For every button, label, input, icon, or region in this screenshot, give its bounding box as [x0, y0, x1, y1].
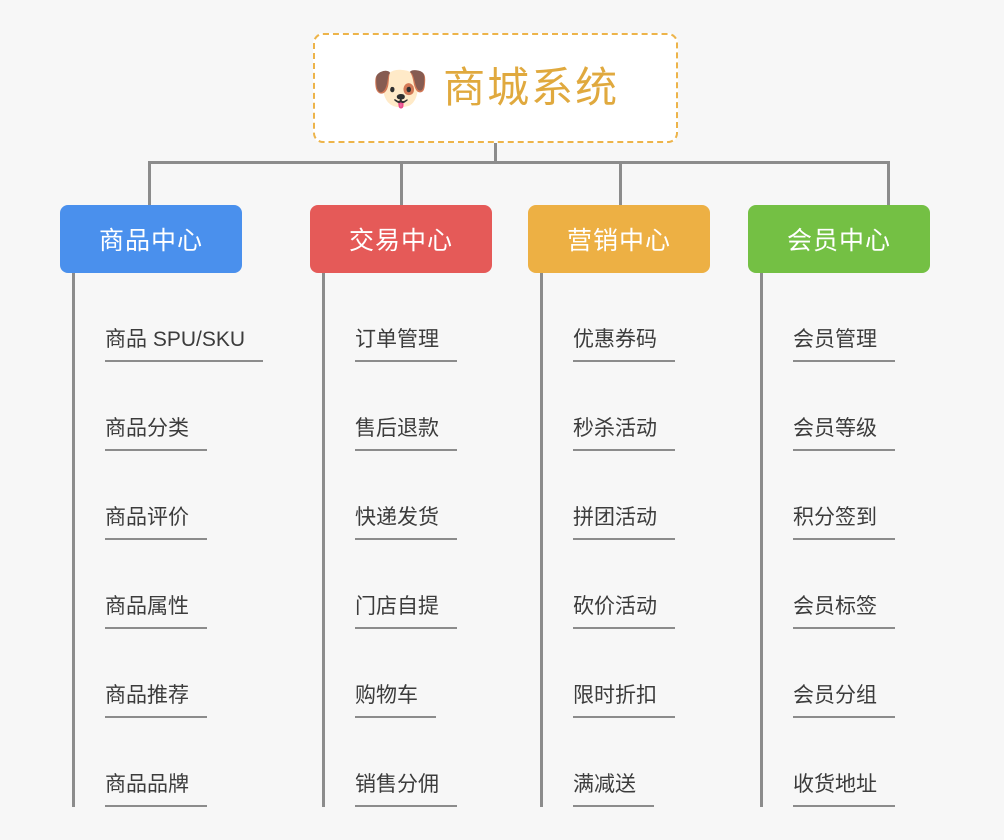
list-item[interactable]: 砍价活动 [543, 540, 743, 629]
leaf-label: 会员管理 [793, 327, 895, 362]
leaf-label: 商品推荐 [105, 683, 207, 718]
root-node[interactable]: 🐶 商城系统 [313, 33, 678, 143]
leaf-list-product-center: 商品 SPU/SKU 商品分类 商品评价 商品属性 商品推荐 商品品牌 [72, 273, 290, 807]
list-item[interactable]: 会员等级 [763, 362, 963, 451]
dog-face-icon: 🐶 [371, 62, 430, 114]
leaf-label: 收货地址 [793, 772, 895, 807]
list-item[interactable]: 满减送 [543, 718, 743, 807]
branch-marketing-center: 营销中心 优惠券码 秒杀活动 拼团活动 砍价活动 限时折扣 满减送 [528, 205, 743, 807]
branch-product-center: 商品中心 商品 SPU/SKU 商品分类 商品评价 商品属性 商品推荐 商品品牌 [60, 205, 290, 807]
leaf-label: 快递发货 [355, 505, 457, 540]
leaf-label: 会员分组 [793, 683, 895, 718]
list-item[interactable]: 商品 SPU/SKU [75, 273, 290, 362]
leaf-label: 订单管理 [355, 327, 457, 362]
leaf-label: 门店自提 [355, 594, 457, 629]
connector-horizontal-bus [148, 161, 890, 164]
leaf-label: 售后退款 [355, 416, 457, 451]
category-header-product-center[interactable]: 商品中心 [60, 205, 242, 273]
leaf-label: 商品评价 [105, 505, 207, 540]
list-item[interactable]: 优惠券码 [543, 273, 743, 362]
leaf-label: 限时折扣 [573, 683, 675, 718]
list-item[interactable]: 拼团活动 [543, 451, 743, 540]
list-item[interactable]: 订单管理 [325, 273, 525, 362]
list-item[interactable]: 销售分佣 [325, 718, 525, 807]
branch-trade-center: 交易中心 订单管理 售后退款 快递发货 门店自提 购物车 销售分佣 [310, 205, 525, 807]
list-item[interactable]: 限时折扣 [543, 629, 743, 718]
list-item[interactable]: 商品评价 [75, 451, 290, 540]
leaf-label: 积分签到 [793, 505, 895, 540]
leaf-label: 购物车 [355, 683, 436, 718]
list-item[interactable]: 购物车 [325, 629, 525, 718]
list-item[interactable]: 门店自提 [325, 540, 525, 629]
list-item[interactable]: 秒杀活动 [543, 362, 743, 451]
leaf-list-trade-center: 订单管理 售后退款 快递发货 门店自提 购物车 销售分佣 [322, 273, 525, 807]
leaf-label: 砍价活动 [573, 594, 675, 629]
leaf-label: 商品属性 [105, 594, 207, 629]
leaf-label: 会员等级 [793, 416, 895, 451]
leaf-label: 商品品牌 [105, 772, 207, 807]
list-item[interactable]: 商品推荐 [75, 629, 290, 718]
connector-drop-product-center [148, 161, 151, 207]
leaf-label: 优惠券码 [573, 327, 675, 362]
connector-root-stem [494, 143, 497, 163]
leaf-list-member-center: 会员管理 会员等级 积分签到 会员标签 会员分组 收货地址 [760, 273, 963, 807]
connector-drop-member-center [887, 161, 890, 207]
category-header-member-center[interactable]: 会员中心 [748, 205, 930, 273]
list-item[interactable]: 会员标签 [763, 540, 963, 629]
branch-member-center: 会员中心 会员管理 会员等级 积分签到 会员标签 会员分组 收货地址 [748, 205, 963, 807]
list-item[interactable]: 会员管理 [763, 273, 963, 362]
leaf-label: 销售分佣 [355, 772, 457, 807]
category-header-marketing-center[interactable]: 营销中心 [528, 205, 710, 273]
connector-drop-trade-center [400, 161, 403, 207]
list-item[interactable]: 快递发货 [325, 451, 525, 540]
category-header-trade-center[interactable]: 交易中心 [310, 205, 492, 273]
leaf-label: 拼团活动 [573, 505, 675, 540]
connector-drop-marketing-center [619, 161, 622, 207]
list-item[interactable]: 售后退款 [325, 362, 525, 451]
leaf-label: 满减送 [573, 772, 654, 807]
leaf-label: 商品分类 [105, 416, 207, 451]
list-item[interactable]: 收货地址 [763, 718, 963, 807]
list-item[interactable]: 商品分类 [75, 362, 290, 451]
leaf-label: 秒杀活动 [573, 416, 675, 451]
list-item[interactable]: 会员分组 [763, 629, 963, 718]
list-item[interactable]: 商品属性 [75, 540, 290, 629]
list-item[interactable]: 商品品牌 [75, 718, 290, 807]
root-title: 商城系统 [443, 64, 620, 111]
leaf-label: 会员标签 [793, 594, 895, 629]
leaf-list-marketing-center: 优惠券码 秒杀活动 拼团活动 砍价活动 限时折扣 满减送 [540, 273, 743, 807]
leaf-label: 商品 SPU/SKU [105, 327, 264, 362]
list-item[interactable]: 积分签到 [763, 451, 963, 540]
